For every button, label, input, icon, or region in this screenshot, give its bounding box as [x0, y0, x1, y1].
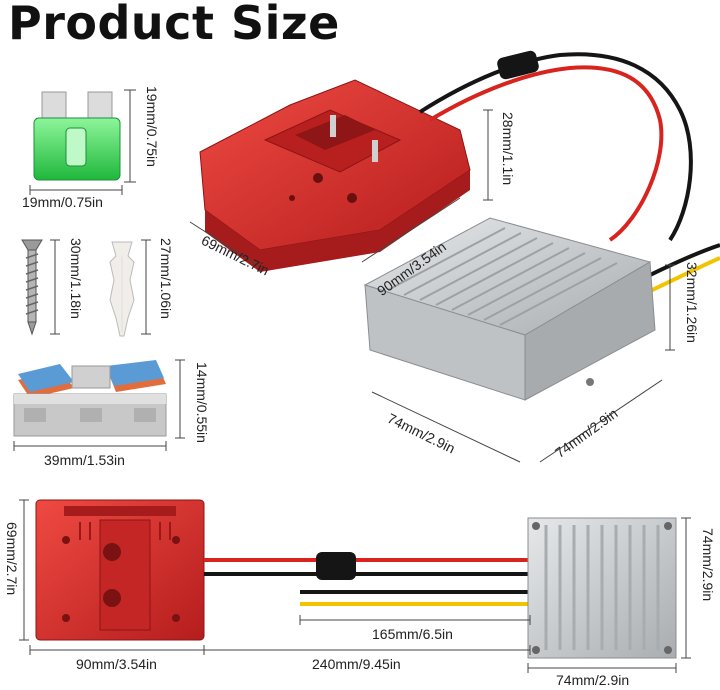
anchor-length-label: 27mm/1.06in: [158, 238, 174, 319]
screw-dimension-lines: [50, 239, 60, 335]
lever-connector-icon: [13, 360, 167, 437]
top-adapter-dimension-lines: [189, 109, 493, 269]
anchor-dimension-lines: [141, 239, 151, 335]
bottom-converter-height-label: 74mm/2.9in: [700, 528, 716, 602]
connector-dimension-lines: [13, 359, 185, 451]
bottom-dimension-lines: [19, 499, 691, 673]
fuse-dimension-lines: [29, 89, 136, 195]
voltage-converter-icon: [363, 217, 656, 401]
bottom-voltage-converter-icon: [527, 517, 677, 659]
total-cable-length-label: 240mm/9.45in: [312, 656, 401, 672]
top-wires: [418, 50, 720, 294]
fuse-icon: [33, 91, 121, 181]
page-title: Product Size: [8, 0, 340, 50]
screw-icon: [21, 239, 43, 336]
output-cable-length-label: 165mm/6.5in: [372, 626, 453, 642]
fuse-height-label: 19mm/0.75in: [144, 86, 160, 167]
bottom-battery-adapter-icon: [35, 499, 205, 641]
top-converter-dimension-lines: [371, 264, 675, 463]
bottom-adapter-width-label: 90mm/3.54in: [76, 656, 157, 672]
bottom-wires: [204, 552, 530, 606]
screw-length-label: 30mm/1.18in: [68, 238, 84, 319]
converter-height-label: 32mm/1.26in: [684, 262, 700, 343]
connector-width-label: 39mm/1.53in: [44, 452, 125, 468]
bottom-converter-width-label: 74mm/2.9in: [556, 672, 630, 688]
connector-height-label: 14mm/0.55in: [194, 362, 210, 443]
adapter-height-label: 28mm/1.1in: [500, 112, 516, 186]
fuse-width-label: 19mm/0.75in: [22, 194, 103, 210]
battery-adapter-icon: [199, 79, 471, 272]
bottom-adapter-height-label: 69mm/2.7in: [4, 522, 20, 596]
wall-anchor-icon: [109, 241, 135, 337]
